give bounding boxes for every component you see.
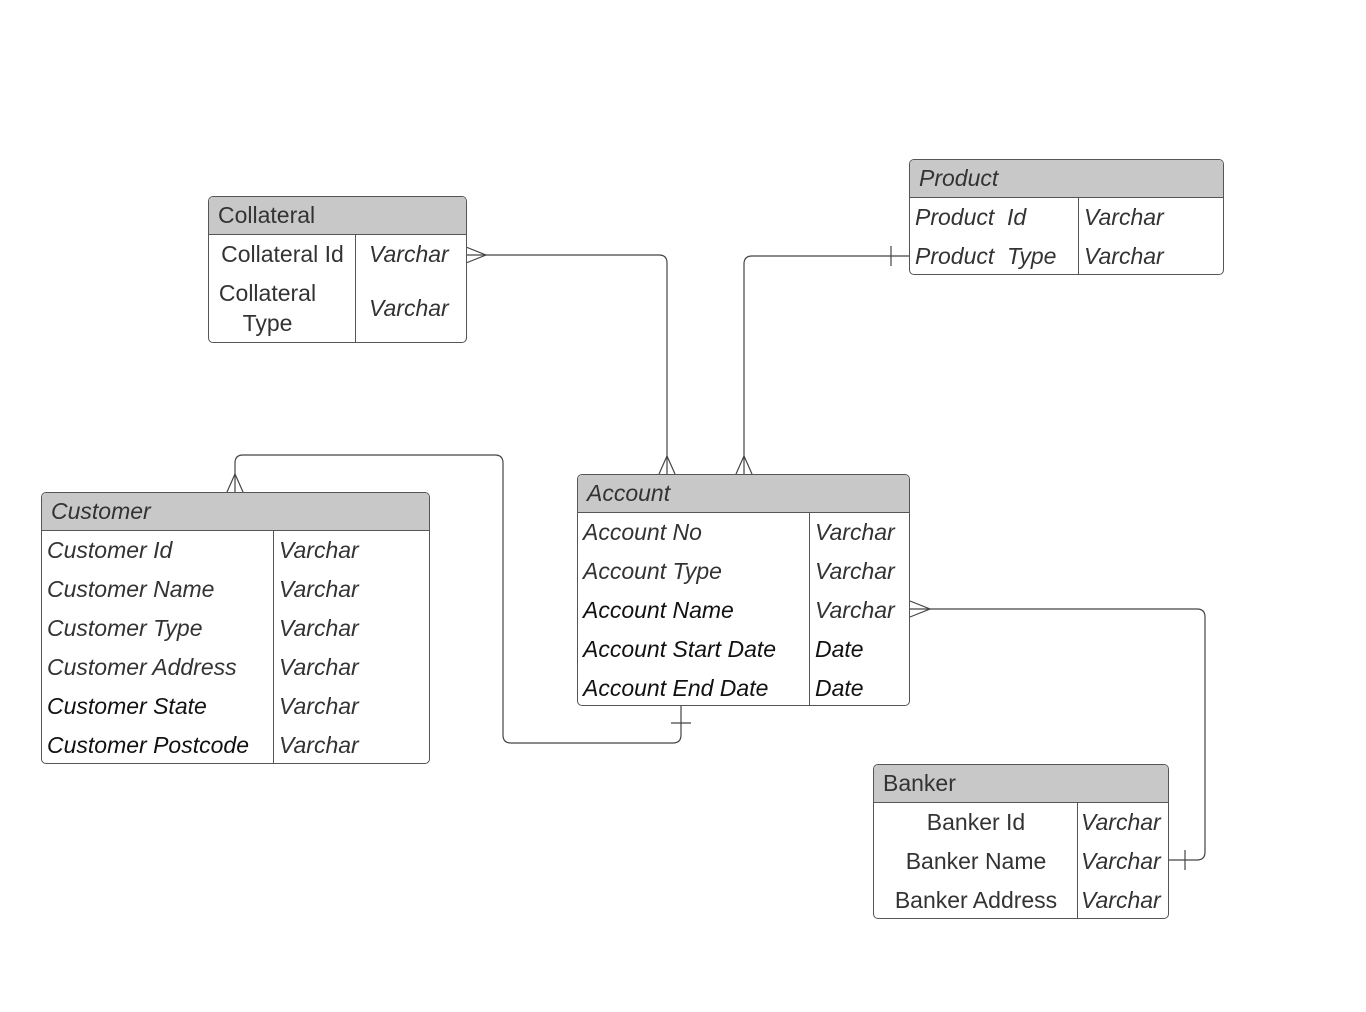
attribute-name: Account No [583,519,702,545]
attribute-name: Customer Name [47,576,215,602]
attribute-type: Date [815,636,864,662]
entity-product[interactable]: Product Product Id Varchar Product Type … [909,159,1224,275]
attribute-name: Banker Address [894,887,1058,913]
attribute-type: Varchar [279,693,359,719]
attribute-name: Product Id [915,204,1027,230]
entity-title: Collateral [209,197,466,235]
table-row: Collateral Type Varchar [209,274,466,342]
table-row: Account Start Date Date [578,630,909,669]
attribute-name: Product Type [915,243,1057,269]
crowfoot-account-right [909,600,932,618]
attribute-name: Customer Id [47,537,173,563]
table-row: Customer Address Varchar [42,648,429,687]
attribute-type: Varchar [279,537,359,563]
entity-customer[interactable]: Customer Customer Id Varchar Customer Na… [41,492,430,764]
attribute-name: Banker Name [905,848,1047,874]
entity-title: Customer [42,493,429,531]
attribute-name: Banker Id [926,809,1026,835]
entity-banker[interactable]: Banker Banker Id Varchar Banker Name Var… [873,764,1169,919]
relationship-collateral-account [466,254,668,474]
table-row: Customer Postcode Varchar [42,726,429,763]
attribute-type: Varchar [369,241,449,267]
table-row: Collateral Id Varchar [209,235,466,274]
attribute-type: Varchar [279,576,359,602]
table-row: Customer State Varchar [42,687,429,726]
attribute-name: Collateral Id [221,241,344,267]
attribute-type: Varchar [369,294,449,321]
attribute-type: Varchar [1084,204,1164,230]
table-row: Account No Varchar [578,513,909,552]
attribute-type: Varchar [1081,809,1161,835]
attribute-name: Account Start Date [583,636,777,662]
attribute-type: Varchar [815,597,895,623]
crowfoot-customer-top [226,472,244,493]
table-row: Account End Date Date [578,669,909,705]
attribute-type: Varchar [815,519,895,545]
attribute-type: Varchar [815,558,895,584]
entity-collateral[interactable]: Collateral Collateral Id Varchar Collate… [208,196,467,343]
table-row: Customer Type Varchar [42,609,429,648]
attribute-name: Collateral Type [218,280,317,336]
attribute-name: Customer Postcode [47,732,249,758]
attribute-name: Account End Date [583,675,769,701]
attribute-type: Varchar [279,654,359,680]
relationship-customer-account [234,454,682,744]
table-row: Account Name Varchar [578,591,909,630]
table-row: Account Type Varchar [578,552,909,591]
table-row: Customer Name Varchar [42,570,429,609]
crowfoot-account-top-left [658,454,676,475]
attribute-type: Varchar [279,615,359,641]
attribute-name: Customer Address [47,654,237,680]
attribute-name: Customer State [47,693,207,719]
table-row: Banker Address Varchar [874,881,1168,918]
attribute-name: Account Name [583,597,734,623]
attribute-type: Varchar [279,732,359,758]
table-row: Banker Name Varchar [874,842,1168,881]
entity-title: Product [910,160,1223,198]
relationship-account-banker [910,608,1206,861]
attribute-type: Varchar [1081,848,1161,874]
table-row: Product Type Varchar [910,237,1223,274]
crowfoot-account-top-right [735,454,753,475]
entity-title: Account [578,475,909,513]
entity-title: Banker [874,765,1168,803]
crowfoot-collateral-end [465,246,488,264]
table-row: Customer Id Varchar [42,531,429,570]
attribute-type: Varchar [1081,887,1161,913]
relationship-product-account [743,255,910,474]
attribute-type: Date [815,675,864,701]
attribute-type: Varchar [1084,243,1164,269]
attribute-name: Customer Type [47,615,203,641]
table-row: Product Id Varchar [910,198,1223,237]
entity-account[interactable]: Account Account No Varchar Account Type … [577,474,910,706]
table-row: Banker Id Varchar [874,803,1168,842]
attribute-name: Account Type [583,558,722,584]
